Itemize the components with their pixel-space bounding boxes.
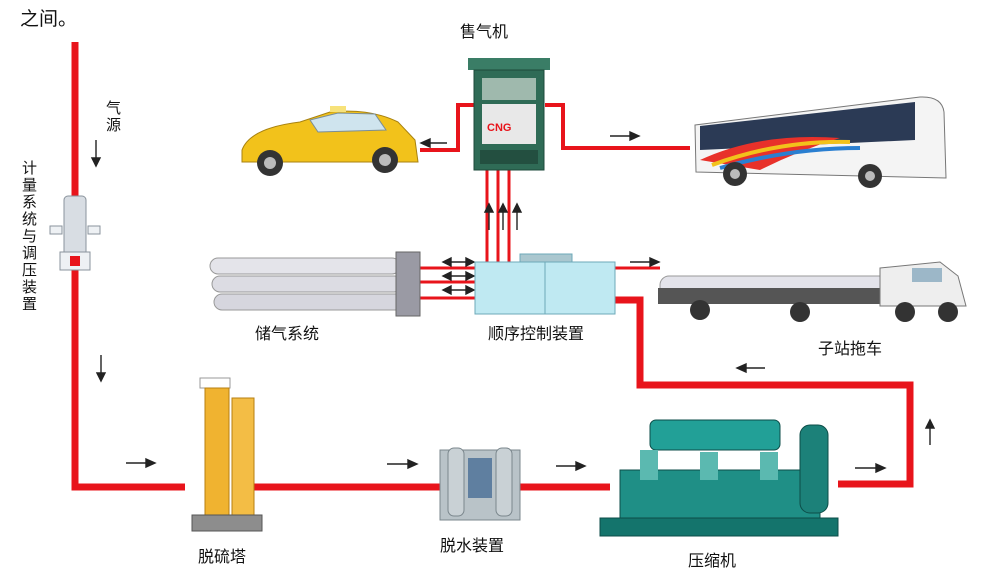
desulfurization-label: 脱硫塔	[198, 547, 247, 566]
arrow-left-return	[735, 362, 765, 374]
arrow-left-to-car	[419, 137, 447, 149]
arrow-bidir-storage-2	[441, 270, 476, 282]
arrow-up-return	[924, 418, 936, 445]
arrow-right-after-compressor	[855, 462, 887, 474]
gas-source-label: 气源	[106, 99, 122, 134]
arrow-bidir-storage-3	[441, 284, 476, 296]
arrow-up-dispenser-2	[497, 202, 509, 230]
tube-trailer-truck	[658, 261, 967, 322]
header-text: 之间。	[20, 8, 78, 30]
metering-regulator-label: 计量系统与调压装置	[22, 159, 38, 313]
sequence-control-cabinet	[474, 253, 616, 315]
dehydration-unit	[439, 447, 521, 521]
sequence-control-label: 顺序控制装置	[488, 324, 585, 343]
storage-tube-bank	[209, 251, 421, 317]
compressor-skid	[599, 419, 839, 537]
pipe-compressor-return	[615, 296, 914, 488]
main-pipe-left	[71, 42, 185, 491]
arrow-bidir-storage-1	[441, 256, 476, 268]
desulfurization-tower	[191, 377, 263, 532]
dehydration-label: 脱水装置	[440, 536, 505, 555]
arrow-right-to-dryer	[387, 458, 419, 470]
city-bus	[694, 96, 947, 188]
storage-label: 储气系统	[255, 324, 320, 343]
pipe-to-car	[420, 103, 475, 152]
substation-trailer-label: 子站拖车	[818, 339, 883, 358]
cng-sign: CNG	[487, 122, 512, 134]
arrow-right-to-trailer	[630, 256, 661, 268]
dispenser-label: 售气机	[460, 22, 509, 41]
compressor-label: 压缩机	[688, 551, 737, 570]
arrow-up-dispenser-1	[483, 202, 495, 230]
arrow-down-gas-source	[90, 140, 102, 168]
arrow-up-dispenser-3	[511, 202, 523, 230]
arrow-right-to-tower	[126, 457, 157, 469]
arrow-down-after-metering	[95, 355, 107, 383]
pipe-to-bus	[545, 103, 690, 150]
taxi-car	[241, 106, 419, 176]
arrow-right-to-bus	[610, 130, 641, 142]
arrow-right-to-compressor	[556, 460, 587, 472]
flow-arrows	[90, 130, 936, 474]
metering-regulator-device	[49, 195, 101, 271]
cng-dispenser	[468, 58, 550, 171]
pipeline-network	[71, 42, 914, 491]
